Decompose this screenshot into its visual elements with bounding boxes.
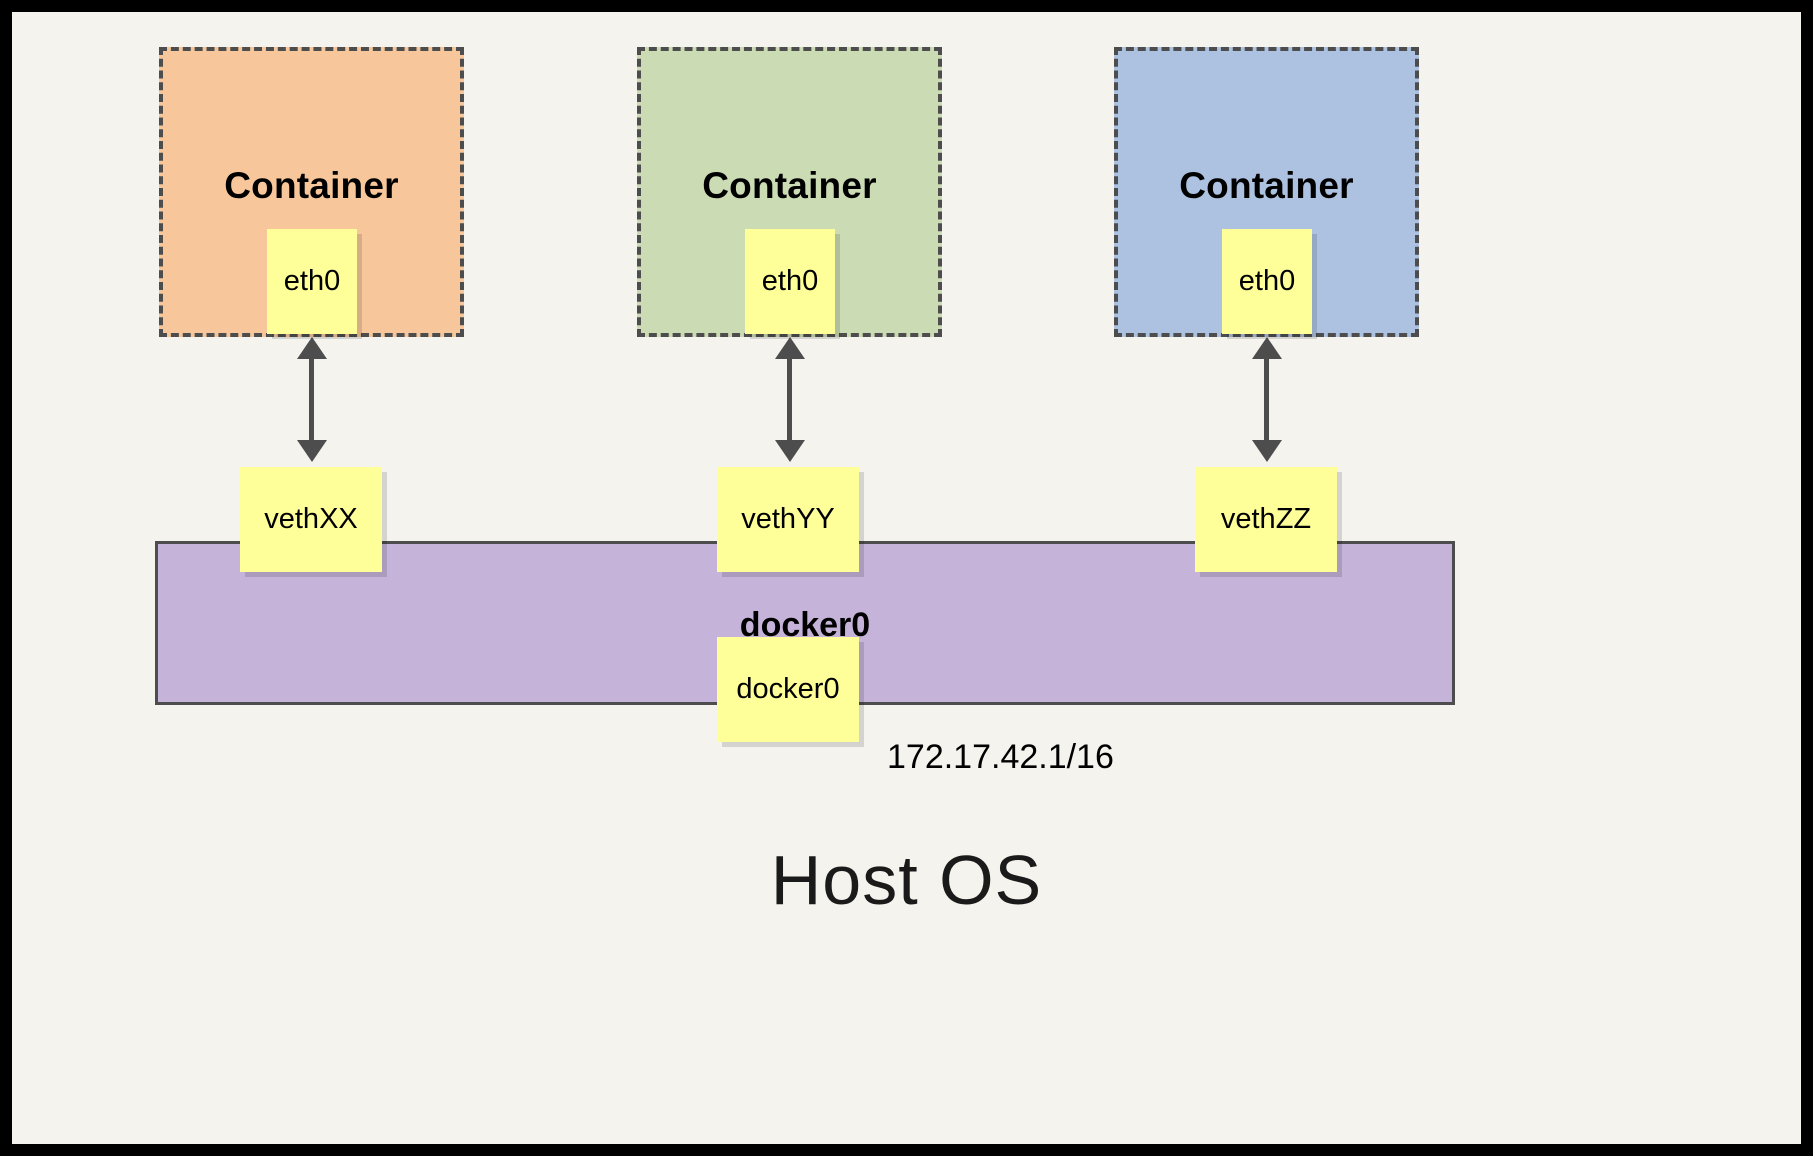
- arrow-head-down-2: [775, 440, 805, 462]
- eth0-interface-1: eth0: [267, 229, 357, 334]
- veth-endpoint-yy: vethYY: [717, 467, 859, 572]
- arrow-head-down-1: [297, 440, 327, 462]
- veth-endpoint-zz: vethZZ: [1195, 467, 1337, 572]
- host-os-panel: Container eth0 Container eth0 Container …: [12, 12, 1801, 1144]
- arrow-head-up-2: [775, 337, 805, 359]
- arrow-head-up-3: [1252, 337, 1282, 359]
- veth-label-xx: vethXX: [264, 503, 358, 535]
- container-title-2: Container: [702, 165, 877, 206]
- eth0-label-1: eth0: [283, 265, 341, 297]
- veth-label-yy: vethYY: [741, 503, 835, 535]
- docker0-interface-label: docker0: [736, 673, 840, 705]
- arrow-line-3: [1264, 352, 1269, 452]
- arrow-line-2: [787, 352, 792, 452]
- arrow-head-up-1: [297, 337, 327, 359]
- docker0-interface: docker0: [717, 637, 859, 742]
- eth0-interface-3: eth0: [1222, 229, 1312, 334]
- container-title-1: Container: [224, 165, 399, 206]
- docker0-ip-address: 172.17.42.1/16: [887, 738, 1114, 776]
- eth0-label-3: eth0: [1238, 265, 1296, 297]
- eth0-label-2: eth0: [761, 265, 819, 297]
- veth-endpoint-xx: vethXX: [240, 467, 382, 572]
- host-os-caption: Host OS: [770, 841, 1043, 919]
- veth-label-zz: vethZZ: [1220, 503, 1312, 535]
- eth0-interface-2: eth0: [745, 229, 835, 334]
- arrow-line-1: [309, 352, 314, 452]
- container-title-3: Container: [1179, 165, 1354, 206]
- arrow-head-down-3: [1252, 440, 1282, 462]
